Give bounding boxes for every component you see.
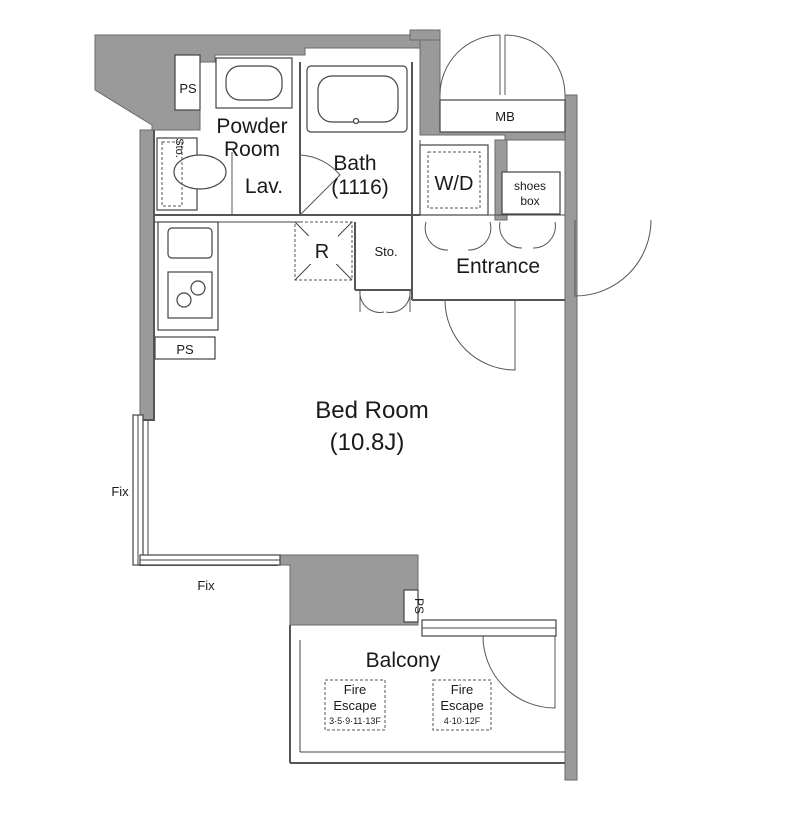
shoes-box-label-1: shoes	[514, 179, 546, 193]
fire-escape-2-floors: 4·10·12F	[444, 716, 481, 726]
sto-closet-label: Sto.	[374, 244, 397, 259]
ps-kitchen-label: PS	[176, 342, 194, 357]
fire-escape-1-box	[324, 679, 386, 731]
fix-bottom-label: Fix	[197, 578, 215, 593]
shoes-box	[501, 171, 561, 215]
ps-balcony-label: PS	[412, 598, 426, 614]
refrigerator-space	[294, 221, 353, 281]
powder-room-label-2: Room	[224, 138, 280, 161]
meter-box	[439, 99, 566, 133]
bath-door	[299, 154, 341, 216]
balcony-label: Balcony	[366, 649, 441, 672]
wall-left-column	[139, 129, 155, 421]
ps-top-label: PS	[179, 81, 197, 96]
entrance-door	[574, 219, 652, 297]
stove	[167, 271, 213, 319]
fire-escape-1-floors: 3·5·9·11·13F	[329, 716, 381, 726]
wall-top-strip	[409, 29, 441, 41]
bath-label: Bath	[333, 152, 376, 175]
wd-closet-doors	[424, 221, 492, 251]
wall-balcony-left-block	[277, 554, 419, 626]
ps-kitchen-box	[154, 336, 216, 360]
lav-label: Lav.	[245, 175, 283, 198]
shoes-closet-doors	[499, 221, 556, 249]
fire-escape-2-box	[432, 679, 492, 731]
sto-toilet-label: Sto.	[173, 138, 185, 158]
balcony-door	[482, 635, 556, 709]
outline-wall-inner	[147, 420, 278, 561]
entrance-label: Entrance	[456, 255, 540, 278]
fire-escape-2-label-2: Escape	[440, 698, 483, 713]
shoes-box-label-2: box	[520, 194, 539, 208]
fire-escape-2-label-1: Fire	[451, 682, 473, 697]
wall-right-column	[564, 94, 578, 781]
bedroom-door	[444, 299, 516, 371]
bedroom-size-label: (10.8J)	[330, 429, 405, 456]
fire-escape-1-label-2: Escape	[333, 698, 376, 713]
bath-size-label: (1116)	[331, 176, 389, 199]
top-double-door	[439, 34, 566, 96]
ps-top-box	[174, 54, 201, 111]
wd-label: W/D	[435, 173, 474, 195]
mb-label: MB	[495, 109, 515, 124]
ps-balcony-box	[403, 589, 419, 623]
washer-dryer-space	[419, 144, 489, 216]
fix-left-label: Fix	[111, 484, 129, 499]
bedroom-label: Bed Room	[315, 397, 428, 424]
refrigerator-label: R	[315, 241, 329, 263]
powder-room-label-1: Powder	[216, 115, 287, 138]
storage-door	[359, 289, 411, 313]
fire-escape-1-label-1: Fire	[344, 682, 366, 697]
kitchen-sink	[167, 227, 213, 259]
